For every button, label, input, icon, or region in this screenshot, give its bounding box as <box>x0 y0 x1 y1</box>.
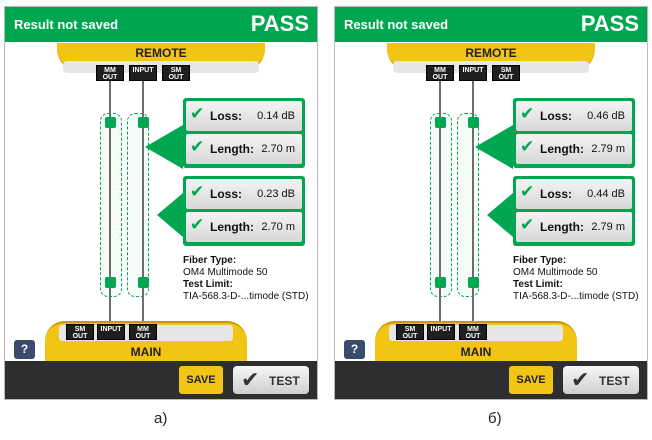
save-button[interactable]: SAVE <box>179 366 223 394</box>
connector-icon <box>105 117 116 128</box>
loss-row: ✔ Loss: 0.14 dB <box>186 101 302 131</box>
connector-icon <box>138 277 149 288</box>
check-icon: ✔ <box>520 104 535 123</box>
caption-b: б) <box>488 410 502 427</box>
result-box-1[interactable]: ✔ Loss: 0.46 dB ✔ Length: 2.79 m <box>513 98 635 168</box>
check-icon: ✔ <box>190 182 205 201</box>
bottom-toolbar: SAVE ✔ TEST <box>5 361 317 399</box>
result-box-2[interactable]: ✔ Loss: 0.23 dB ✔ Length: 2.70 m <box>183 176 305 246</box>
check-icon: ✔ <box>520 215 535 234</box>
length-value: 2.79 m <box>591 221 625 233</box>
main-label: MAIN <box>460 345 492 359</box>
result-badge: PASS <box>250 11 309 36</box>
main-label: MAIN <box>130 345 162 359</box>
check-icon: ✔ <box>190 104 205 123</box>
header-bar: Result not saved PASS <box>335 7 647 42</box>
link-outline-1 <box>100 113 122 297</box>
save-button[interactable]: SAVE <box>509 366 553 394</box>
save-status: Result not saved <box>14 17 119 32</box>
test-button[interactable]: ✔ TEST <box>233 366 309 394</box>
result-badge: PASS <box>580 11 639 36</box>
remote-label: REMOTE <box>465 46 517 60</box>
bottom-toolbar: SAVE ✔ TEST <box>335 361 647 399</box>
link-outline-1 <box>430 113 452 297</box>
connector-icon <box>105 277 116 288</box>
main-port-input: INPUT <box>97 324 125 340</box>
connector-icon <box>435 117 446 128</box>
result-box-1[interactable]: ✔ Loss: 0.14 dB ✔ Length: 2.70 m <box>183 98 305 168</box>
length-row: ✔ Length: 2.79 m <box>516 212 632 242</box>
check-icon: ✔ <box>241 367 260 392</box>
length-value: 2.70 m <box>261 143 295 155</box>
connector-icon <box>468 277 479 288</box>
help-icon[interactable]: ? <box>344 340 365 359</box>
loss-row: ✔ Loss: 0.23 dB <box>186 179 302 209</box>
help-icon[interactable]: ? <box>14 340 35 359</box>
test-limit-value: TIA-568.3-D-...timode (STD) <box>513 291 639 302</box>
loss-value: 0.44 dB <box>587 188 625 200</box>
length-row: ✔ Length: 2.70 m <box>186 212 302 242</box>
remote-label: REMOTE <box>135 46 187 60</box>
remote-port-input: INPUT <box>459 65 487 81</box>
remote-unit: REMOTE <box>387 43 595 73</box>
test-info: Fiber Type: OM4 Multimode 50 Test Limit:… <box>183 255 309 302</box>
length-row: ✔ Length: 2.70 m <box>186 134 302 164</box>
main-port-input: INPUT <box>427 324 455 340</box>
loss-row: ✔ Loss: 0.46 dB <box>516 101 632 131</box>
result-box-2[interactable]: ✔ Loss: 0.44 dB ✔ Length: 2.79 m <box>513 176 635 246</box>
fiber-type-value: OM4 Multimode 50 <box>513 267 598 278</box>
fiber-line-1 <box>109 81 111 325</box>
fiber-line-2 <box>142 81 144 325</box>
test-limit-value: TIA-568.3-D-...timode (STD) <box>183 291 309 302</box>
loss-value: 0.23 dB <box>257 188 295 200</box>
connector-icon <box>468 117 479 128</box>
test-button[interactable]: ✔ TEST <box>563 366 639 394</box>
check-icon: ✔ <box>571 367 590 392</box>
remote-unit: REMOTE <box>57 43 265 73</box>
caption-a: a) <box>154 410 168 427</box>
save-status: Result not saved <box>344 17 449 32</box>
check-icon: ✔ <box>520 137 535 156</box>
loss-row: ✔ Loss: 0.44 dB <box>516 179 632 209</box>
header-bar: Result not saved PASS <box>5 7 317 42</box>
fiber-type-value: OM4 Multimode 50 <box>183 267 268 278</box>
length-value: 2.79 m <box>591 143 625 155</box>
connector-icon <box>435 277 446 288</box>
length-value: 2.70 m <box>261 221 295 233</box>
check-icon: ✔ <box>520 182 535 201</box>
length-row: ✔ Length: 2.79 m <box>516 134 632 164</box>
check-icon: ✔ <box>190 137 205 156</box>
check-icon: ✔ <box>190 215 205 234</box>
remote-port-input: INPUT <box>129 65 157 81</box>
loss-value: 0.14 dB <box>257 110 295 122</box>
fiber-line-1 <box>439 81 441 325</box>
loss-value: 0.46 dB <box>587 110 625 122</box>
test-info: Fiber Type: OM4 Multimode 50 Test Limit:… <box>513 255 639 302</box>
fiber-line-2 <box>472 81 474 325</box>
connector-icon <box>138 117 149 128</box>
